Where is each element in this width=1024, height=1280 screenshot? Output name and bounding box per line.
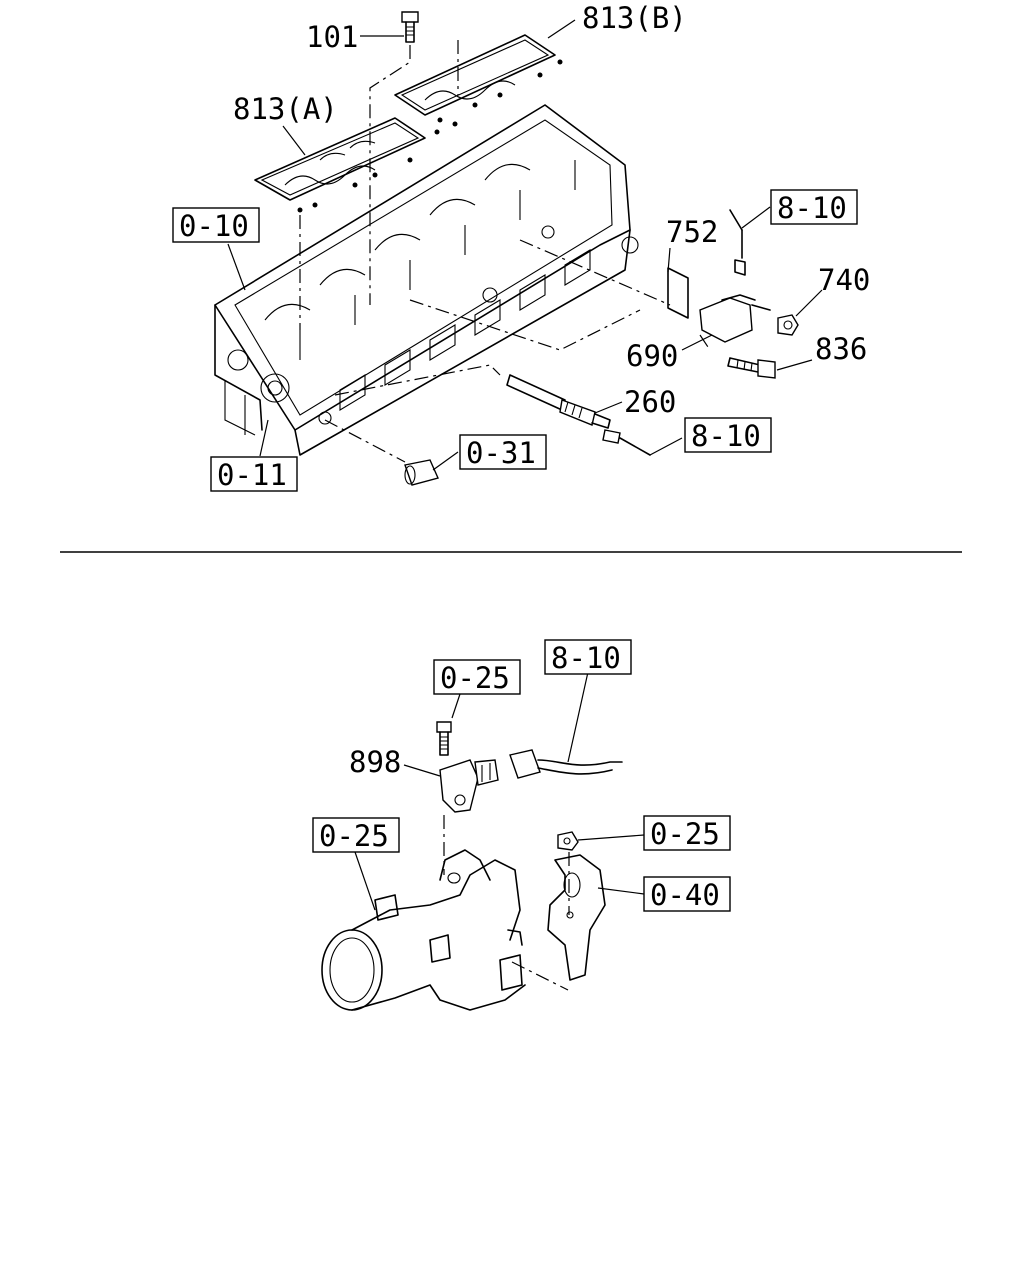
callout-690: 690 [626, 339, 678, 373]
ref-box-0-11[interactable]: 0-11 [210, 456, 298, 492]
svg-text:0-25: 0-25 [319, 819, 389, 853]
sensor-898 [439, 759, 499, 813]
harness-connector [509, 749, 623, 779]
callout-898: 898 [349, 745, 401, 779]
svg-text:8-10: 8-10 [691, 419, 761, 453]
callout-740: 740 [818, 263, 870, 297]
guide-lines-lower [443, 815, 570, 991]
intake-throttle-body [321, 849, 526, 1011]
bolt-836 [727, 357, 776, 379]
bolt-0-25 [436, 721, 452, 756]
ref-box-0-40[interactable]: 0-40 [643, 876, 731, 912]
nut-0-25 [557, 831, 579, 851]
gasket-813a [254, 117, 458, 213]
ref-box-0-25-right[interactable]: 0-25 [643, 815, 731, 851]
callout-101: 101 [306, 20, 358, 54]
cylinder-head-assembly [214, 104, 639, 456]
svg-text:0-31: 0-31 [466, 436, 536, 470]
guide-lines-upper [299, 40, 711, 463]
callout-labels-lower: 898 [349, 745, 401, 779]
sensor-260 [506, 374, 651, 456]
svg-text:8-10: 8-10 [777, 191, 847, 225]
nut-740 [777, 314, 799, 336]
callout-labels-upper: 101 813(B) 813(A) 752 740 690 836 260 [233, 1, 870, 419]
svg-text:0-11: 0-11 [217, 458, 287, 492]
gasket-813b [394, 34, 563, 123]
svg-text:0-25: 0-25 [440, 661, 510, 695]
bolt-101 [401, 11, 419, 43]
ref-box-0-31[interactable]: 0-31 [459, 434, 547, 470]
callout-813b: 813(B) [582, 1, 687, 35]
ref-box-0-25-left[interactable]: 0-25 [312, 817, 400, 853]
ref-box-0-10[interactable]: 0-10 [172, 207, 260, 243]
leader-lines-upper [227, 19, 823, 471]
leader-lines-lower [354, 671, 645, 911]
svg-text:0-40: 0-40 [650, 878, 720, 912]
svg-text:0-10: 0-10 [179, 209, 249, 243]
callout-813a: 813(A) [233, 92, 338, 126]
svg-text:0-25: 0-25 [650, 817, 720, 851]
ref-box-8-10-a[interactable]: 8-10 [770, 189, 858, 225]
callout-260: 260 [624, 385, 676, 419]
plug-0-31 [404, 459, 439, 486]
ref-box-8-10-c[interactable]: 8-10 [544, 639, 632, 675]
svg-text:8-10: 8-10 [551, 641, 621, 675]
callout-836: 836 [815, 332, 867, 366]
sensor-690 [667, 209, 771, 343]
callout-752: 752 [666, 215, 718, 249]
bracket-0-40 [547, 854, 606, 981]
ref-box-0-25-top[interactable]: 0-25 [433, 659, 521, 695]
ref-box-8-10-b[interactable]: 8-10 [684, 417, 772, 453]
